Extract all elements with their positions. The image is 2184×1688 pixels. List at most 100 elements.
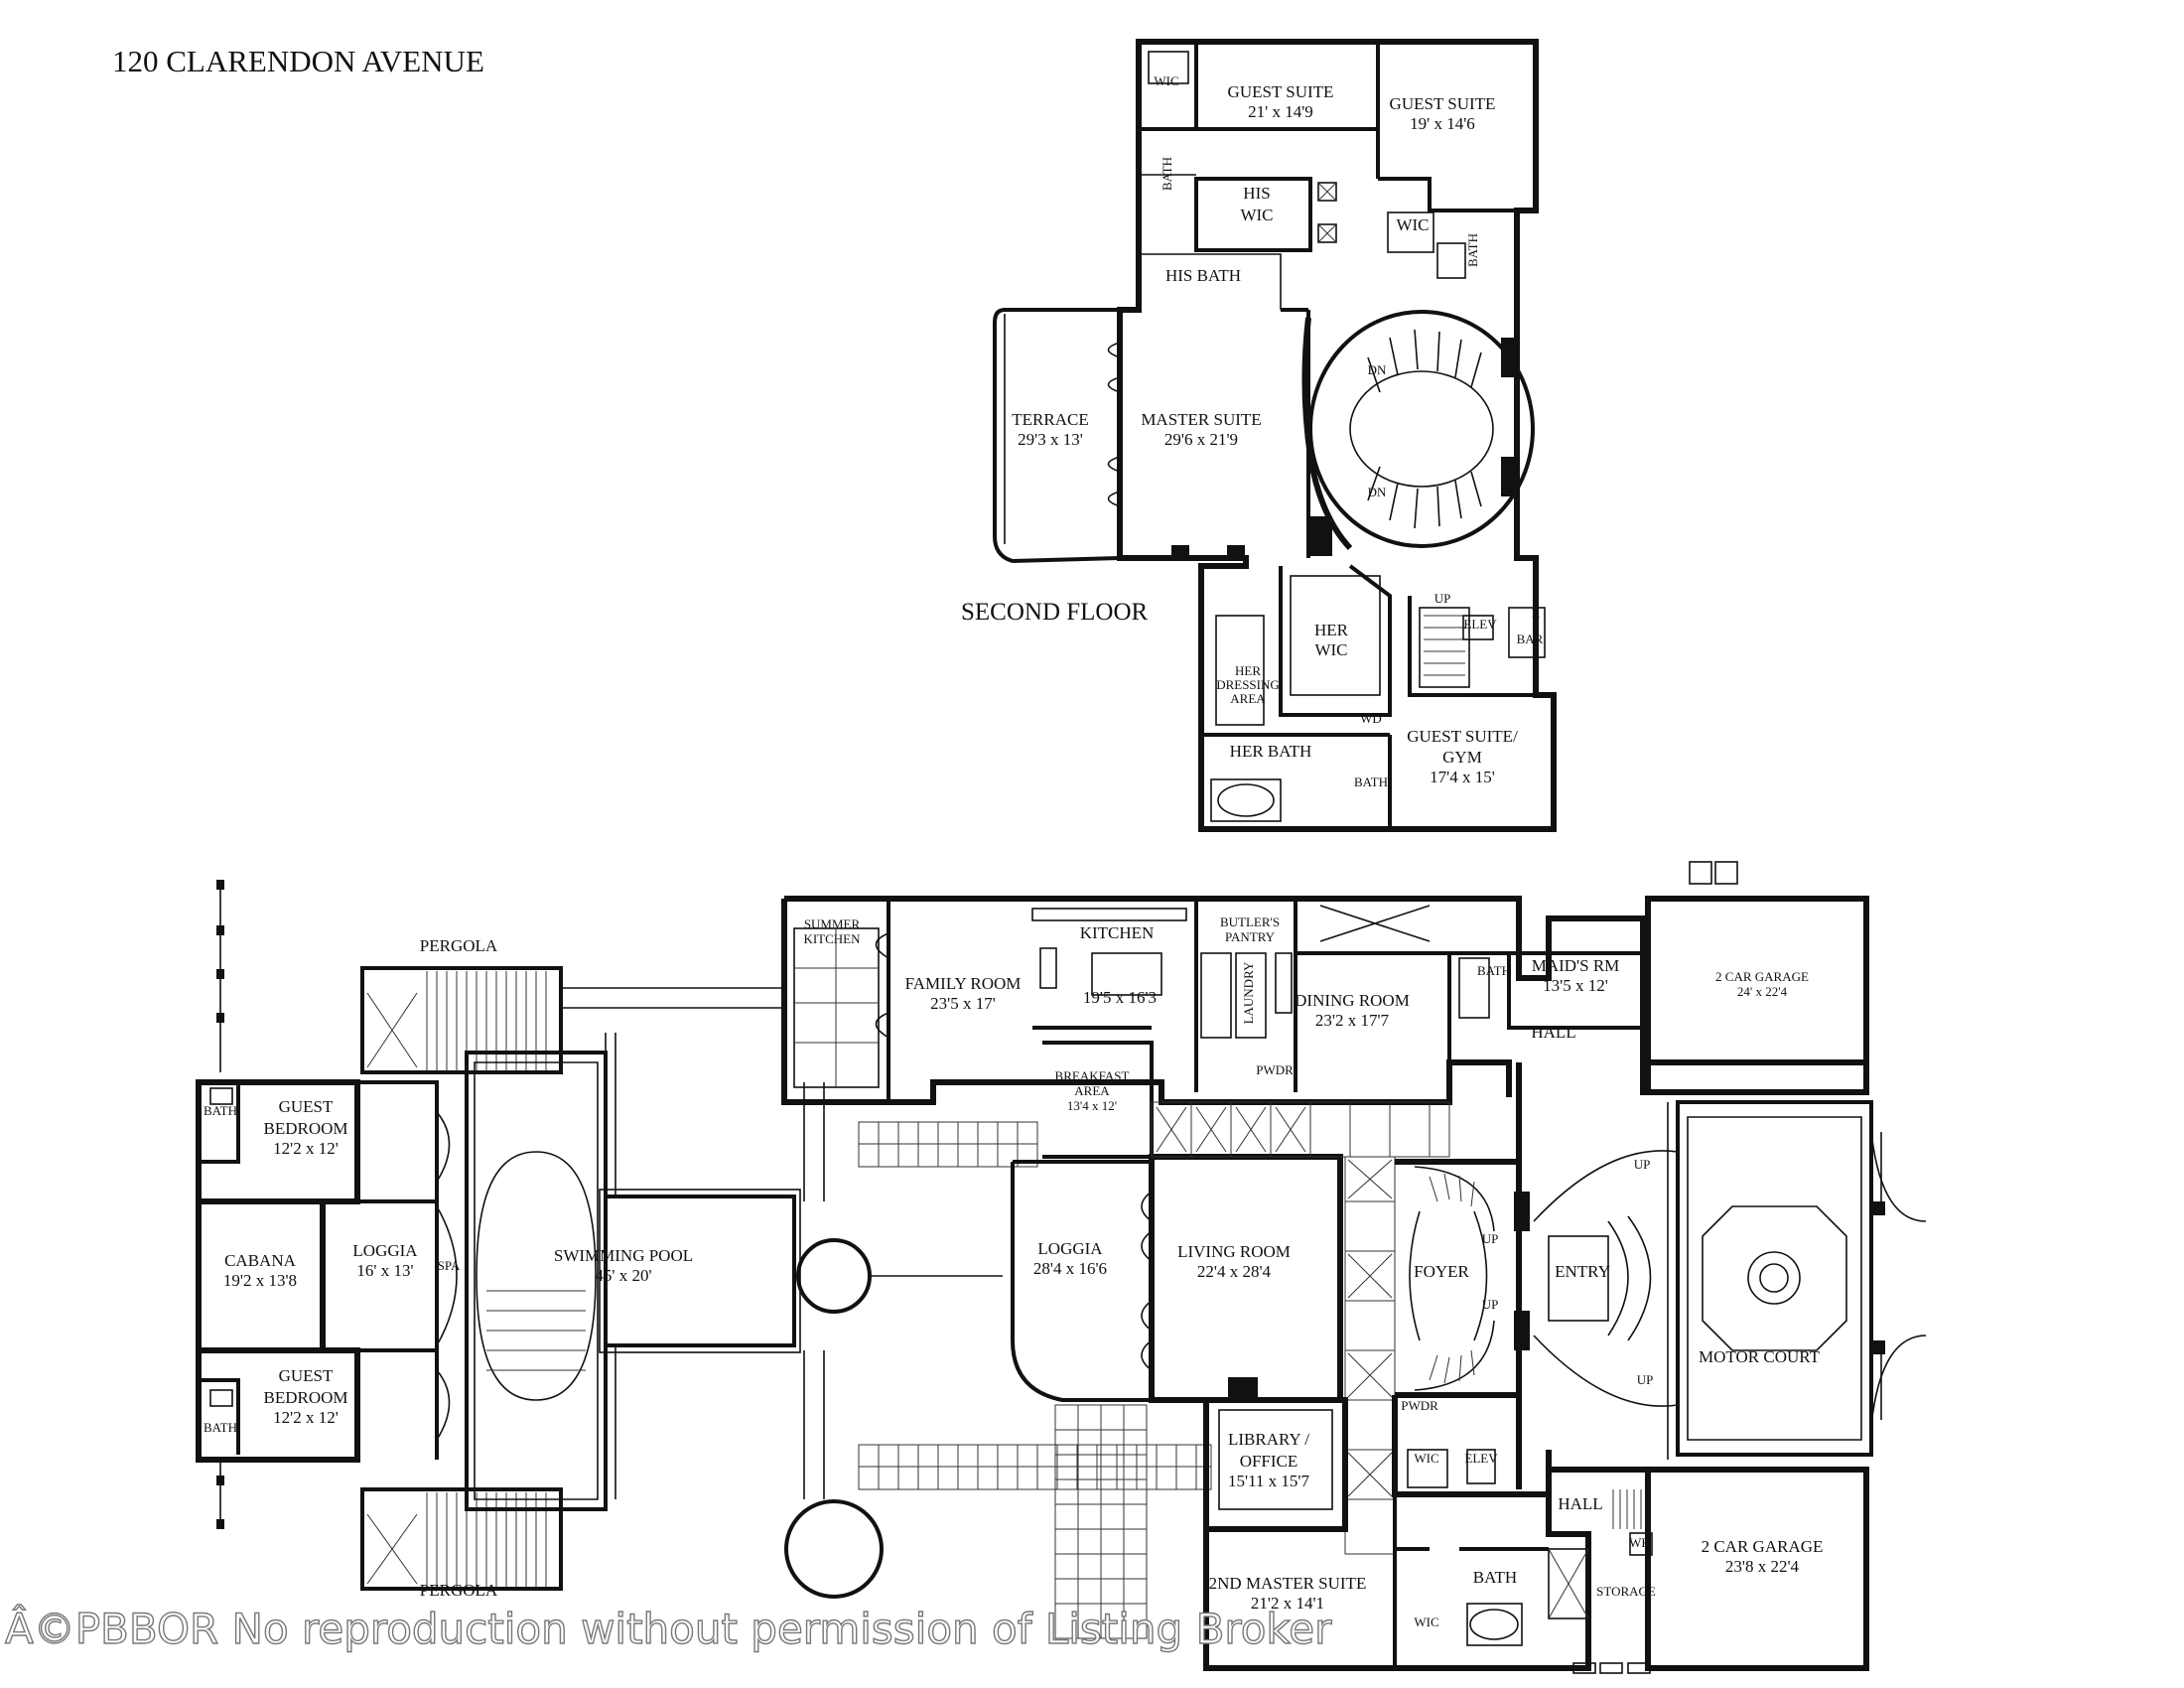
room-name: GYM — [1442, 748, 1482, 767]
room-dimensions: 16' x 13' — [356, 1261, 413, 1280]
room-label: UP — [1637, 1372, 1654, 1387]
room-name: HIS BATH — [1165, 266, 1241, 285]
room-dimensions: 23'8 x 22'4 — [1725, 1557, 1800, 1576]
room-label: BAR — [1517, 632, 1544, 646]
room-name: TERRACE — [1012, 410, 1088, 429]
room-name: UP — [1482, 1297, 1499, 1312]
room-label: GUEST — [279, 1097, 334, 1116]
room-name: GUEST — [279, 1366, 334, 1385]
room-dimensions: 21' x 14'9 — [1248, 102, 1313, 121]
room-name: WIC — [1414, 1451, 1438, 1466]
room-name: BREAKFAST — [1055, 1068, 1130, 1083]
room-name: LIBRARY / — [1228, 1430, 1309, 1449]
room-label: HIS BATH — [1165, 266, 1241, 285]
room-name: GUEST SUITE — [1228, 82, 1334, 101]
room-name: FAMILY ROOM — [905, 974, 1022, 993]
room-name: ENTRY — [1555, 1262, 1610, 1281]
room-dimensions: 15'11 x 15'7 — [1228, 1472, 1309, 1490]
room-name: KITCHEN — [803, 931, 861, 946]
room-label: LAUNDRY — [1241, 961, 1256, 1024]
second-floor-plan — [993, 39, 1557, 832]
room-name: BATH — [1477, 963, 1511, 978]
room-dimensions: 13'4 x 12' — [1067, 1098, 1117, 1113]
room-name: BATH — [204, 1420, 237, 1435]
room-label: KITCHEN — [1080, 923, 1155, 942]
room-label: AREA — [1230, 691, 1266, 706]
room-label: 19'5 x 16'3 — [1083, 988, 1157, 1007]
room-name: DN — [1368, 485, 1387, 499]
room-name: BATH — [1160, 157, 1174, 191]
room-label: BUTLER'S — [1220, 914, 1280, 929]
room-name: HIS — [1243, 184, 1270, 203]
room-label: WIC — [1396, 215, 1429, 234]
room-dimensions: 29'6 x 21'9 — [1164, 430, 1238, 449]
room-label: GUEST SUITE/ — [1407, 727, 1518, 746]
room-label: PERGOLA — [420, 936, 498, 955]
room-name: BATH — [1354, 774, 1388, 789]
room-label: WIC — [1154, 73, 1178, 88]
room-name: MOTOR COURT — [1699, 1347, 1821, 1366]
room-label: BATH — [204, 1420, 237, 1435]
room-name: GUEST SUITE — [1390, 94, 1496, 113]
room-label: ELEV — [1463, 617, 1497, 632]
room-name: GUEST SUITE/ — [1407, 727, 1518, 746]
room-name: PWDR — [1256, 1062, 1294, 1077]
room-name: WIC — [1414, 1615, 1438, 1629]
room-label: PWDR — [1401, 1398, 1438, 1413]
room-dimensions: 24' x 22'4 — [1737, 984, 1788, 999]
room-label: ELEV — [1464, 1451, 1498, 1466]
room-name: ELEV — [1463, 617, 1497, 632]
room-name: HALL — [1531, 1023, 1575, 1042]
room-name: PWDR — [1401, 1398, 1438, 1413]
first-floor-plan — [196, 861, 1927, 1674]
room-label: SPA — [438, 1258, 461, 1273]
room-dimensions: 45' x 20' — [595, 1266, 651, 1285]
room-label: BATH — [1160, 157, 1174, 191]
room-name: WIC — [1396, 215, 1429, 234]
room-name: HER — [1314, 621, 1349, 639]
room-dimensions: 19' x 14'6 — [1410, 114, 1475, 133]
room-name: WIC — [1154, 73, 1178, 88]
room-name: UP — [1634, 1157, 1651, 1172]
room-label: HER — [1235, 663, 1261, 678]
room-name: WIC — [1314, 640, 1347, 659]
room-name: UP — [1637, 1372, 1654, 1387]
room-name: SWIMMING POOL — [554, 1246, 693, 1265]
room-name: WD — [1360, 711, 1382, 726]
room-dimensions: 19'5 x 16'3 — [1083, 988, 1157, 1007]
room-label: PANTRY — [1225, 929, 1276, 944]
room-name: LOGGIA — [1037, 1239, 1103, 1258]
room-name: KITCHEN — [1080, 923, 1155, 942]
room-name: MASTER SUITE — [1141, 410, 1261, 429]
room-name: LOGGIA — [352, 1241, 418, 1260]
room-label: WH — [1629, 1535, 1651, 1550]
room-name: BUTLER'S — [1220, 914, 1280, 929]
copyright-watermark: Â©PBBOR No reproduction without permissi… — [5, 1604, 1332, 1653]
room-label: UP — [1634, 1157, 1651, 1172]
room-label: HALL — [1531, 1023, 1575, 1042]
room-label: UP — [1482, 1297, 1499, 1312]
room-label: WD — [1360, 711, 1382, 726]
room-name: DN — [1368, 362, 1387, 377]
room-label: WIC — [1314, 640, 1347, 659]
room-dimensions: 28'4 x 16'6 — [1033, 1259, 1107, 1278]
room-label: DN — [1368, 362, 1387, 377]
plan-title: 120 CLARENDON AVENUE — [112, 44, 484, 78]
room-label: LIBRARY / — [1228, 1430, 1309, 1449]
room-name: LAUNDRY — [1241, 961, 1256, 1024]
room-name: WH — [1629, 1535, 1651, 1550]
room-label: BATH — [1465, 233, 1480, 267]
room-dimensions: 19'2 x 13'8 — [223, 1271, 297, 1290]
room-label: GUEST — [279, 1366, 334, 1385]
room-name: PERGOLA — [420, 1581, 498, 1600]
room-name: SUMMER — [804, 916, 861, 931]
